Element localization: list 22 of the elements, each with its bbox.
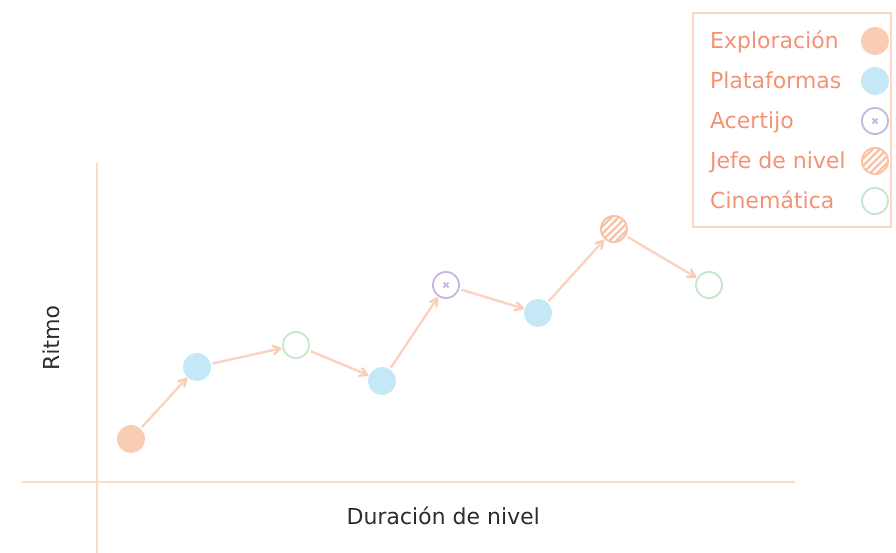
pacing-marker — [599, 214, 629, 244]
pacing-marker — [694, 270, 724, 300]
axis-title: Ritmo — [39, 304, 64, 370]
pacing-marker — [523, 298, 553, 328]
arrow — [140, 378, 188, 428]
arrow — [390, 297, 438, 368]
pacing-marker — [116, 424, 146, 454]
pacing-marker — [281, 330, 311, 360]
legend-label: Plataformas — [710, 69, 842, 94]
arrow — [548, 240, 605, 302]
legend-label: Cinemática — [710, 189, 834, 214]
legend-label: Exploración — [710, 29, 839, 54]
arrow — [310, 350, 368, 378]
pacing-marker — [367, 366, 397, 396]
pacing-marker — [182, 352, 212, 382]
axis-title: Duración de nivel — [346, 504, 540, 530]
legend-label: Acertijo — [710, 109, 794, 134]
legend-label: Jefe de nivel — [710, 149, 846, 174]
arrow — [460, 288, 524, 312]
arrow — [212, 344, 282, 365]
pacing-marker — [431, 270, 461, 300]
arrow — [627, 236, 696, 278]
